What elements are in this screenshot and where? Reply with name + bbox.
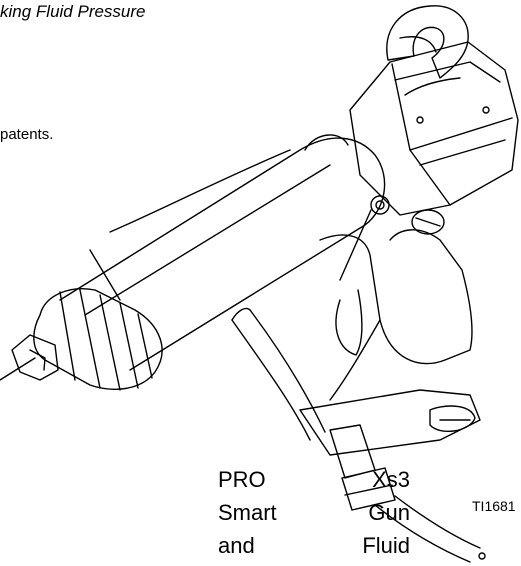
caption-line-1: PRO Xs3 bbox=[218, 463, 410, 496]
caption-word: PRO bbox=[218, 467, 266, 492]
section-heading-fragment: king Fluid Pressure bbox=[0, 2, 146, 21]
caption-word: Smart bbox=[218, 500, 277, 525]
caption-word: Xs3 bbox=[372, 467, 410, 492]
figure-callout-id: TI1681 bbox=[472, 498, 516, 514]
caption-word: and bbox=[218, 533, 255, 558]
figure-caption: PRO Xs3 Smart Gun and Fluid bbox=[218, 463, 410, 562]
caption-line-2: Smart Gun bbox=[218, 496, 410, 529]
caption-word: Fluid bbox=[362, 533, 410, 558]
patents-text-fragment: patents. bbox=[0, 126, 54, 143]
caption-word: Gun bbox=[368, 500, 410, 525]
caption-line-3: and Fluid bbox=[218, 529, 410, 562]
